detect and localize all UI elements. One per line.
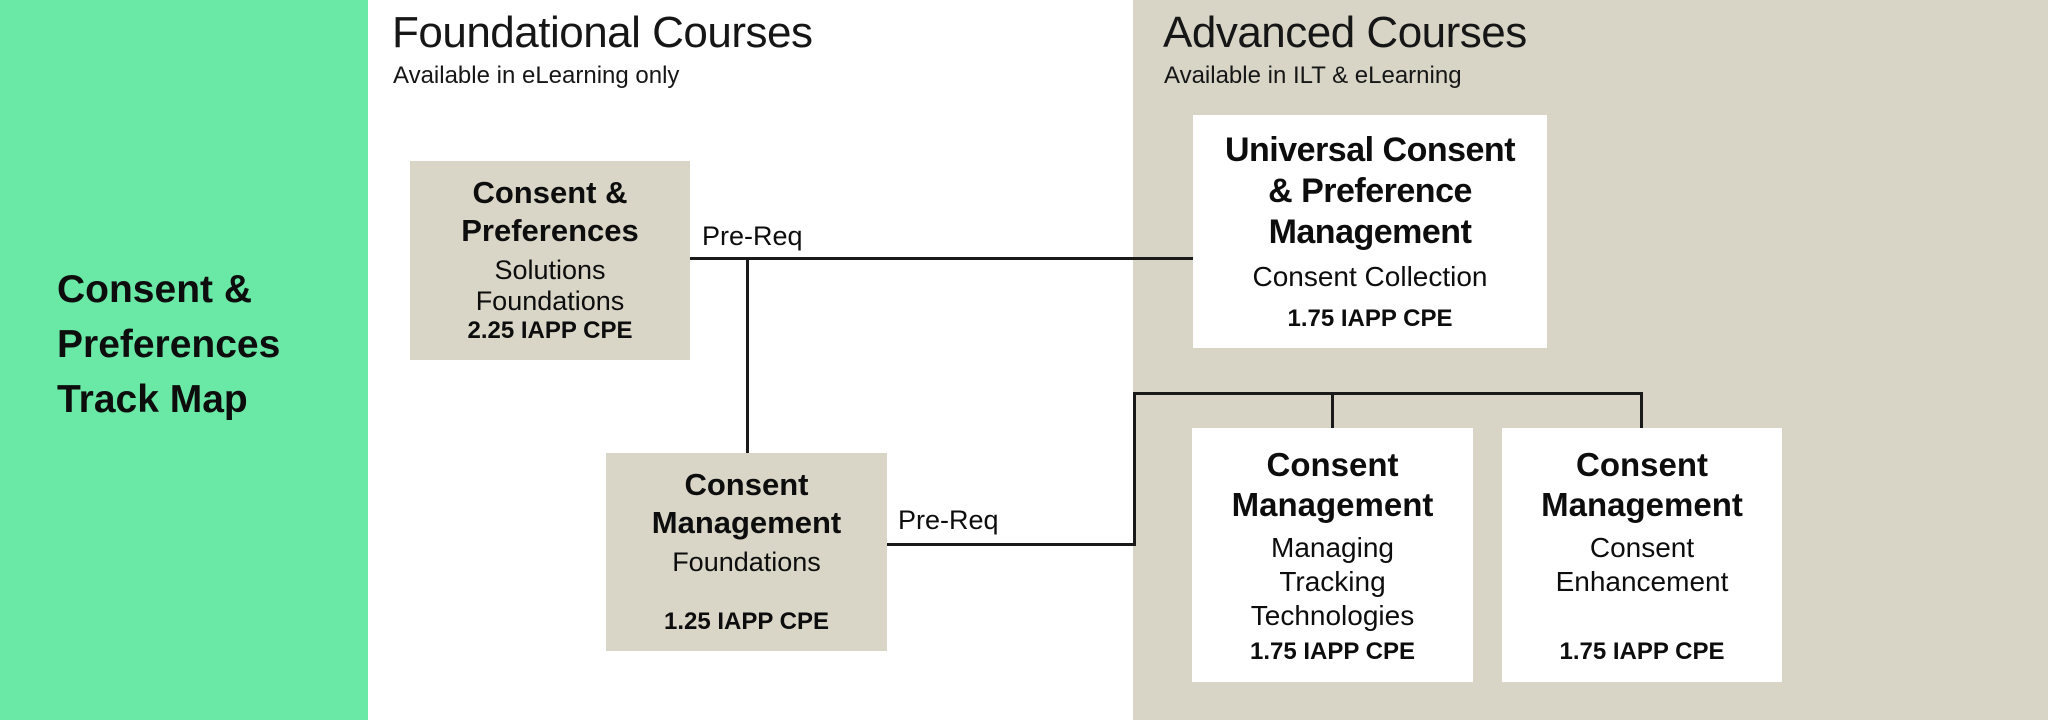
advanced-section-subtitle: Available in ILT & eLearning: [1164, 62, 1462, 89]
course-cpe-credits: 1.25 IAPP CPE: [664, 608, 829, 635]
course-box-consent-preferences-solutions-foundations: Consent & Preferences Solutions Foundati…: [410, 161, 690, 360]
connector-bracket-drop-right: [1640, 392, 1643, 430]
advanced-section-title: Advanced Courses: [1163, 8, 1527, 57]
course-box-consent-management-consent-enhancement: Consent Management Consent Enhancement 1…: [1502, 428, 1782, 682]
course-cpe-credits: 1.75 IAPP CPE: [1250, 638, 1415, 665]
track-map-sidebar: Consent & Preferences Track Map: [0, 0, 368, 720]
connector-line-prereq2-horizontal: [887, 543, 1136, 546]
course-subtitle: Managing Tracking Technologies: [1250, 532, 1415, 631]
prereq-label-2: Pre-Req: [898, 505, 999, 535]
course-title: Consent Management: [1231, 446, 1434, 523]
course-box-consent-management-tracking-technologies: Consent Management Managing Tracking Tec…: [1192, 428, 1473, 682]
connector-bracket-horizontal: [1133, 392, 1643, 395]
foundational-section-subtitle: Available in eLearning only: [393, 62, 680, 89]
connector-bracket-drop-middle: [1331, 392, 1334, 430]
course-cpe-credits: 1.75 IAPP CPE: [1559, 638, 1725, 665]
course-title: Consent Management: [651, 467, 842, 540]
course-title: Universal Consent & Preference Managemen…: [1224, 131, 1516, 251]
track-map-title: Consent & Preferences Track Map: [57, 268, 281, 421]
course-subtitle: Consent Enhancement: [1555, 532, 1729, 597]
foundational-section-title: Foundational Courses: [392, 8, 813, 57]
course-subtitle: Solutions Foundations: [475, 255, 625, 316]
prereq-label-1: Pre-Req: [702, 221, 803, 251]
course-subtitle: Consent Collection: [1252, 261, 1488, 292]
course-cpe-credits: 2.25 IAPP CPE: [467, 317, 633, 344]
connector-line-prereq1-horizontal: [690, 257, 1193, 260]
course-subtitle: Foundations: [672, 547, 821, 577]
course-title: Consent Management: [1541, 446, 1743, 523]
course-box-universal-consent-preference-management: Universal Consent & Preference Managemen…: [1193, 115, 1547, 348]
connector-line-prereq1-vertical: [746, 257, 749, 455]
connector-bracket-left-vertical: [1133, 392, 1136, 546]
course-cpe-credits: 1.75 IAPP CPE: [1287, 305, 1453, 332]
course-title: Consent & Preferences: [461, 175, 639, 248]
course-box-consent-management-foundations: Consent Management Foundations 1.25 IAPP…: [606, 453, 887, 651]
